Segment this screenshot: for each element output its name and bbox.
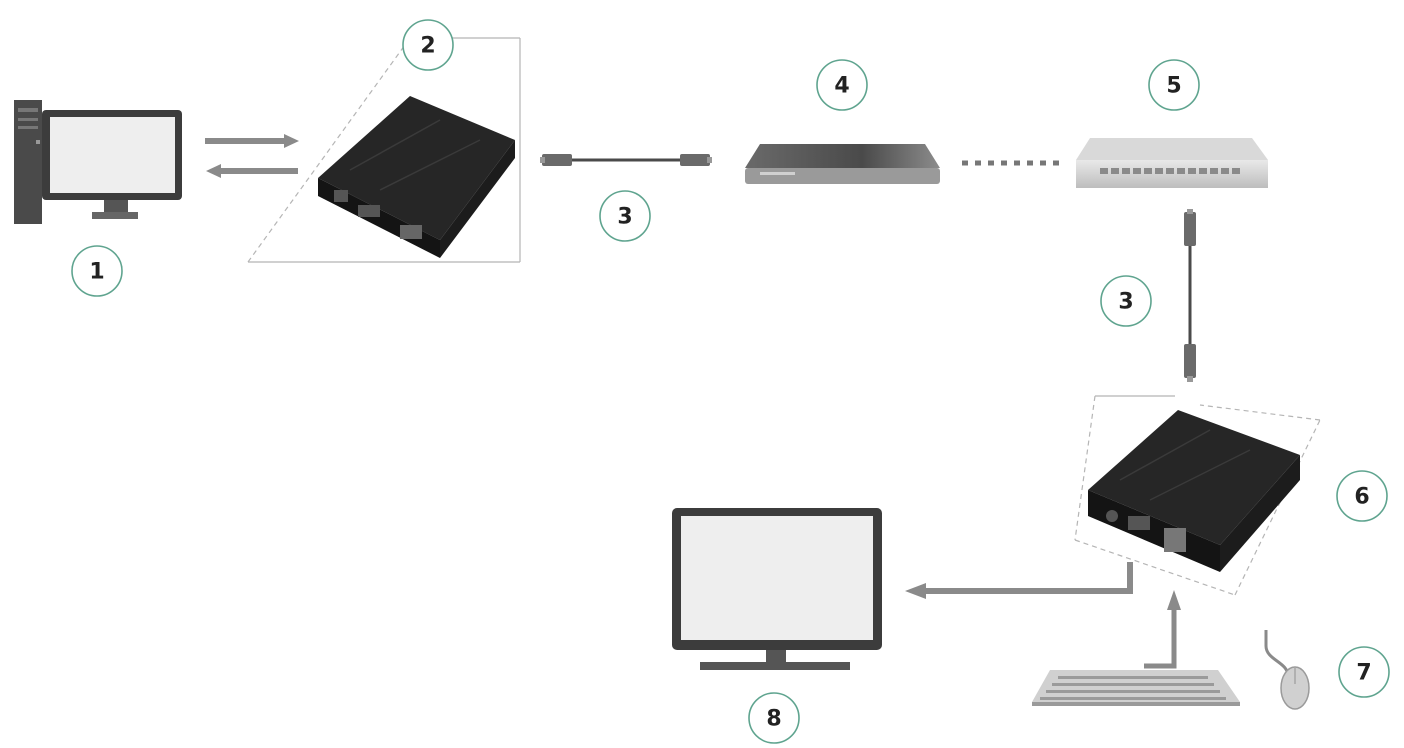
receiver-to-monitor-arrow [905, 562, 1133, 599]
desktop-pc-icon [14, 100, 182, 224]
callout-7-label: 7 [1356, 661, 1371, 686]
monitor-icon [672, 508, 882, 670]
network-cable-vertical-icon [1184, 209, 1196, 382]
keyboard-icon [1032, 670, 1240, 706]
callout-1: 1 [71, 245, 123, 297]
callout-3-receiver-cable: 3 [1100, 275, 1152, 327]
callout-6: 6 [1336, 470, 1388, 522]
callout-1-label: 1 [89, 260, 104, 285]
callout-8: 8 [748, 692, 800, 744]
receiver-frame [1074, 395, 1321, 596]
callout-8-label: 8 [766, 707, 781, 732]
mouse-icon [1264, 630, 1310, 710]
callout-7: 7 [1338, 646, 1390, 698]
keyboard-to-receiver-arrow [1144, 590, 1181, 669]
network-cable-icon [540, 154, 712, 166]
callout-5: 5 [1148, 59, 1200, 111]
callout-4-label: 4 [834, 74, 849, 99]
callout-3-transmitter-cable: 3 [599, 190, 651, 242]
router-icon [745, 144, 940, 184]
network-switch-icon [1076, 138, 1268, 188]
transmitter-to-pc-arrow [206, 164, 298, 178]
callout-2: 2 [402, 19, 454, 71]
callout-4: 4 [816, 59, 868, 111]
callout-3b-label: 3 [1118, 290, 1133, 315]
callout-2-label: 2 [420, 34, 435, 59]
callout-6-label: 6 [1354, 485, 1369, 510]
pc-to-transmitter-arrow [205, 134, 299, 148]
kvm-receiver-icon [1088, 410, 1300, 572]
kvm-transmitter-icon [318, 96, 515, 258]
callout-5-label: 5 [1166, 74, 1181, 99]
callout-3a-label: 3 [617, 205, 632, 230]
